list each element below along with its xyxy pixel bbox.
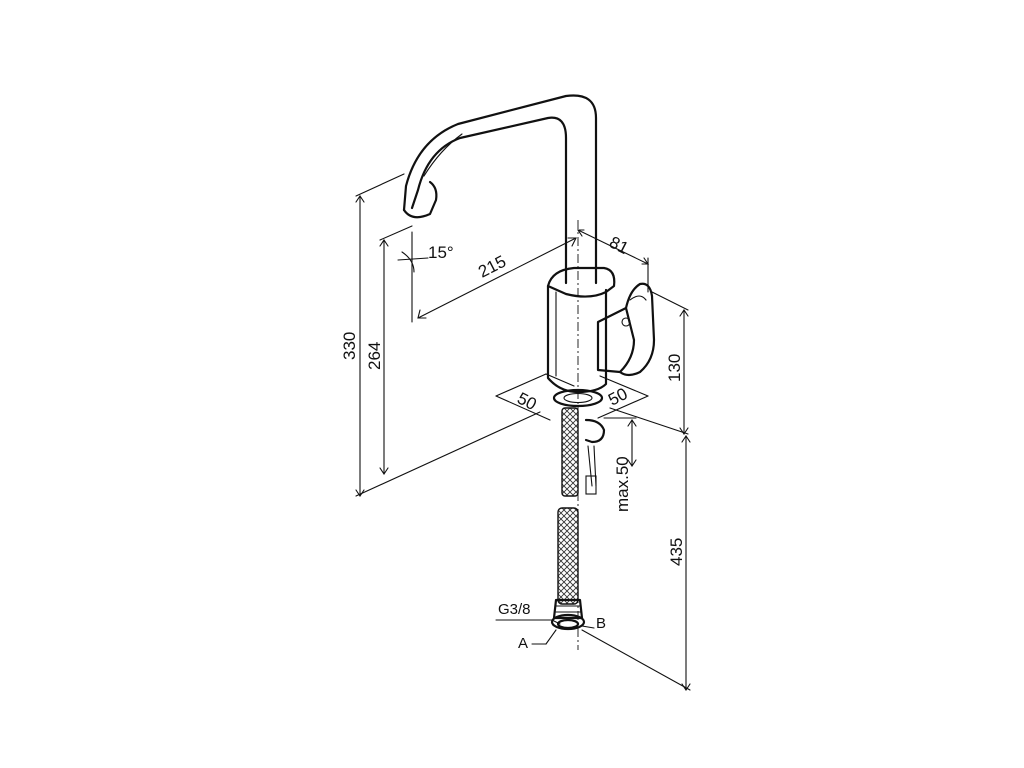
dim-435: 435: [667, 538, 686, 566]
hose-upper: [561, 407, 579, 497]
dim-264: 264: [365, 342, 384, 370]
hose-lower: [557, 507, 579, 605]
spout: [402, 94, 598, 285]
dim-15-degree: 15°: [428, 243, 454, 262]
dim-330: 330: [340, 332, 359, 360]
deck-base: [552, 388, 606, 495]
dimension-lines: [355, 173, 691, 691]
dim-base-left: 50: [514, 389, 539, 415]
supply-hoses: [550, 407, 586, 631]
faucet-body: [546, 266, 616, 394]
label-b: B: [596, 615, 606, 632]
label-a: A: [518, 635, 528, 652]
dim-215: 215: [475, 252, 509, 282]
lever-handle: [596, 282, 656, 377]
dim-max-50: max.50: [613, 456, 632, 512]
dim-130: 130: [665, 354, 684, 382]
label-g3-8: G3/8: [498, 601, 531, 618]
